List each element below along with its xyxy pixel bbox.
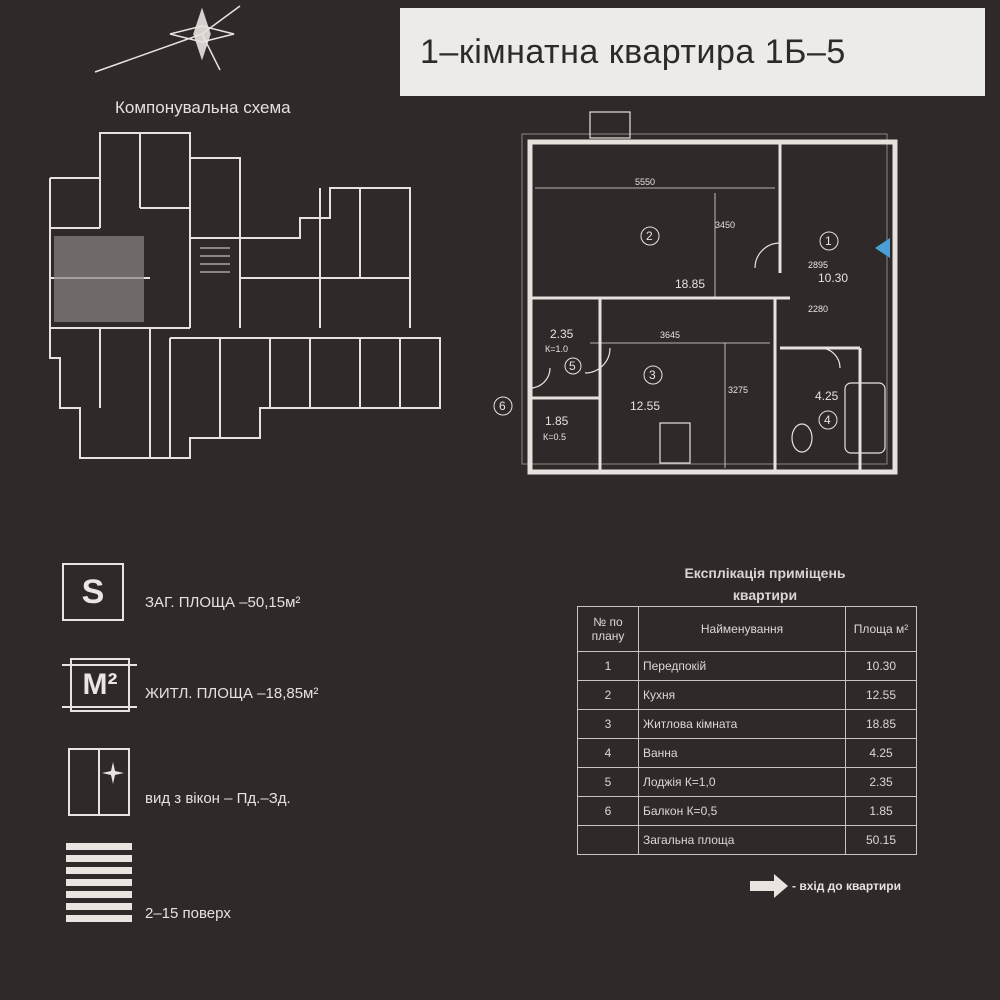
room-area: 10.30 <box>818 271 848 285</box>
cell-number: 4 <box>577 738 639 768</box>
room-area: 1.85 <box>545 414 569 428</box>
cell-number: 2 <box>577 680 639 710</box>
room-area: 12.55 <box>630 399 660 413</box>
table-row: 3 Житлова кімната 18.85 <box>577 709 917 739</box>
room-area: 18.85 <box>675 277 705 291</box>
explication-title: Експлікація приміщень квартири <box>640 562 890 606</box>
table-total-row: Загальна площа 50.15 <box>577 825 917 855</box>
total-label: Загальна площа <box>638 825 846 855</box>
table-row: 5 Лоджія К=1,0 2.35 <box>577 767 917 797</box>
room-number: 6 <box>499 399 506 413</box>
floors-icon <box>66 843 132 922</box>
room-coef: К=1.0 <box>545 344 568 354</box>
page-title: 1–кімнатна квартира 1Б–5 <box>400 8 985 96</box>
table-row: 1 Передпокій 10.30 <box>577 651 917 681</box>
floors-label: 2–15 поверх <box>145 905 231 922</box>
living-area-symbol: М² <box>70 658 130 712</box>
dim-label: 5550 <box>635 177 655 187</box>
window-view-icon <box>68 748 130 816</box>
highlighted-apartment <box>54 236 144 322</box>
room-number: 4 <box>824 413 831 427</box>
scheme-title: Компонувальна схема <box>115 98 291 117</box>
cell-name: Кухня <box>638 680 846 710</box>
compass-icon <box>94 5 241 73</box>
room-coef: К=0.5 <box>543 432 566 442</box>
room-number: 1 <box>825 234 832 248</box>
total-area-icon: S <box>62 563 124 621</box>
table-row: 2 Кухня 12.55 <box>577 680 917 710</box>
cell-area: 4.25 <box>845 738 917 768</box>
dim-label: 2895 <box>808 260 828 270</box>
entrance-label: - вхід до квартири <box>792 879 901 893</box>
column-header: Площа м² <box>845 606 917 652</box>
table-row: 6 Балкон К=0,5 1.85 <box>577 796 917 826</box>
window-view-label: вид з вікон – Пд.–Зд. <box>145 790 291 807</box>
room-area: 2.35 <box>550 327 574 341</box>
cell-name: Передпокій <box>638 651 846 681</box>
column-header: № по плану <box>577 606 639 652</box>
cell-name: Балкон К=0,5 <box>638 796 846 826</box>
explication-table: № по плану Найменування Площа м² 1 Перед… <box>577 606 917 855</box>
cell-area: 10.30 <box>845 651 917 681</box>
apartment-floor-plan: 5550 3450 3645 3275 2280 2895 2 18.85 1 … <box>493 111 898 475</box>
cell-name: Житлова кімната <box>638 709 846 739</box>
cell-area: 18.85 <box>845 709 917 739</box>
living-area-icon: М² <box>62 652 137 722</box>
entrance-arrow-icon <box>750 874 788 898</box>
cell-area: 12.55 <box>845 680 917 710</box>
room-number: 3 <box>649 368 656 382</box>
dim-label: 3450 <box>715 220 735 230</box>
living-area-label: ЖИТЛ. ПЛОЩА –18,85м² <box>145 685 319 702</box>
dim-label: 3275 <box>728 385 748 395</box>
total-area-label: ЗАГ. ПЛОЩА –50,15м² <box>145 594 301 611</box>
room-number: 2 <box>646 229 653 243</box>
column-header: Найменування <box>638 606 846 652</box>
explication-title-line1: Експлікація приміщень <box>684 565 846 581</box>
table-row: 4 Ванна 4.25 <box>577 738 917 768</box>
room-area: 4.25 <box>815 389 839 403</box>
cell-number: 1 <box>577 651 639 681</box>
compass-icon <box>102 762 124 784</box>
room-number: 5 <box>569 359 576 373</box>
cell-number: 6 <box>577 796 639 826</box>
dim-label: 3645 <box>660 330 680 340</box>
table-header-row: № по плану Найменування Площа м² <box>577 606 917 652</box>
cell-name: Лоджія К=1,0 <box>638 767 846 797</box>
cell-name: Ванна <box>638 738 846 768</box>
cell-number: 3 <box>577 709 639 739</box>
building-scheme-drawing <box>49 132 441 459</box>
explication-title-line2: квартири <box>732 587 798 603</box>
cell-area: 1.85 <box>845 796 917 826</box>
cell-number: 5 <box>577 767 639 797</box>
total-value: 50.15 <box>845 825 917 855</box>
cell-area: 2.35 <box>845 767 917 797</box>
dim-label: 2280 <box>808 304 828 314</box>
